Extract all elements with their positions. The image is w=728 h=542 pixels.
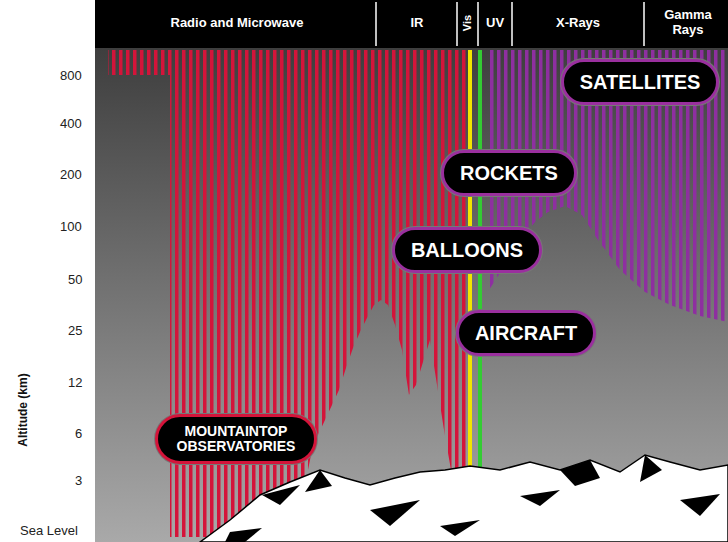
platform-badge: ROCKETS — [441, 150, 577, 196]
platform-name: MOUNTAINTOP OBSERVATORIES — [172, 424, 300, 455]
atmosphere-ground — [95, 48, 728, 542]
axis-tick: 6 — [75, 426, 82, 441]
axis-title: Altitude (km) — [15, 373, 29, 446]
axis-tick: 100 — [60, 219, 82, 234]
axis-tick: Sea Level — [20, 523, 78, 538]
platform-badge: BALLOONS — [392, 227, 542, 273]
platform-badge: AIRCRAFT — [456, 310, 596, 356]
platform-name: SATELLITES — [580, 70, 701, 94]
axis-tick: 50 — [68, 272, 82, 287]
axis-tick: 800 — [60, 68, 82, 83]
band-label: UV — [486, 15, 504, 30]
spectrum-header-bar — [95, 0, 728, 48]
band-label: Vis — [461, 15, 473, 31]
band-label: X-Rays — [556, 15, 600, 30]
platform-name: BALLOONS — [411, 238, 523, 262]
radio-infrared-window — [108, 50, 466, 537]
axis-tick: 200 — [60, 167, 82, 182]
band-label: Radio and Microwave — [171, 15, 304, 30]
axis-tick: 3 — [75, 473, 82, 488]
axis-tick: 12 — [68, 375, 82, 390]
platform-name: ROCKETS — [460, 161, 558, 185]
platform-badge: MOUNTAINTOP OBSERVATORIES — [155, 414, 317, 465]
platform-name: AIRCRAFT — [475, 321, 577, 345]
mountain-range — [200, 455, 728, 542]
platform-badge: SATELLITES — [561, 59, 720, 105]
band-label: IR — [411, 15, 424, 30]
axis-tick: 25 — [68, 323, 82, 338]
band-label: Gamma Rays — [657, 8, 719, 38]
header-dividers — [376, 2, 644, 46]
axis-tick: 400 — [60, 116, 82, 131]
